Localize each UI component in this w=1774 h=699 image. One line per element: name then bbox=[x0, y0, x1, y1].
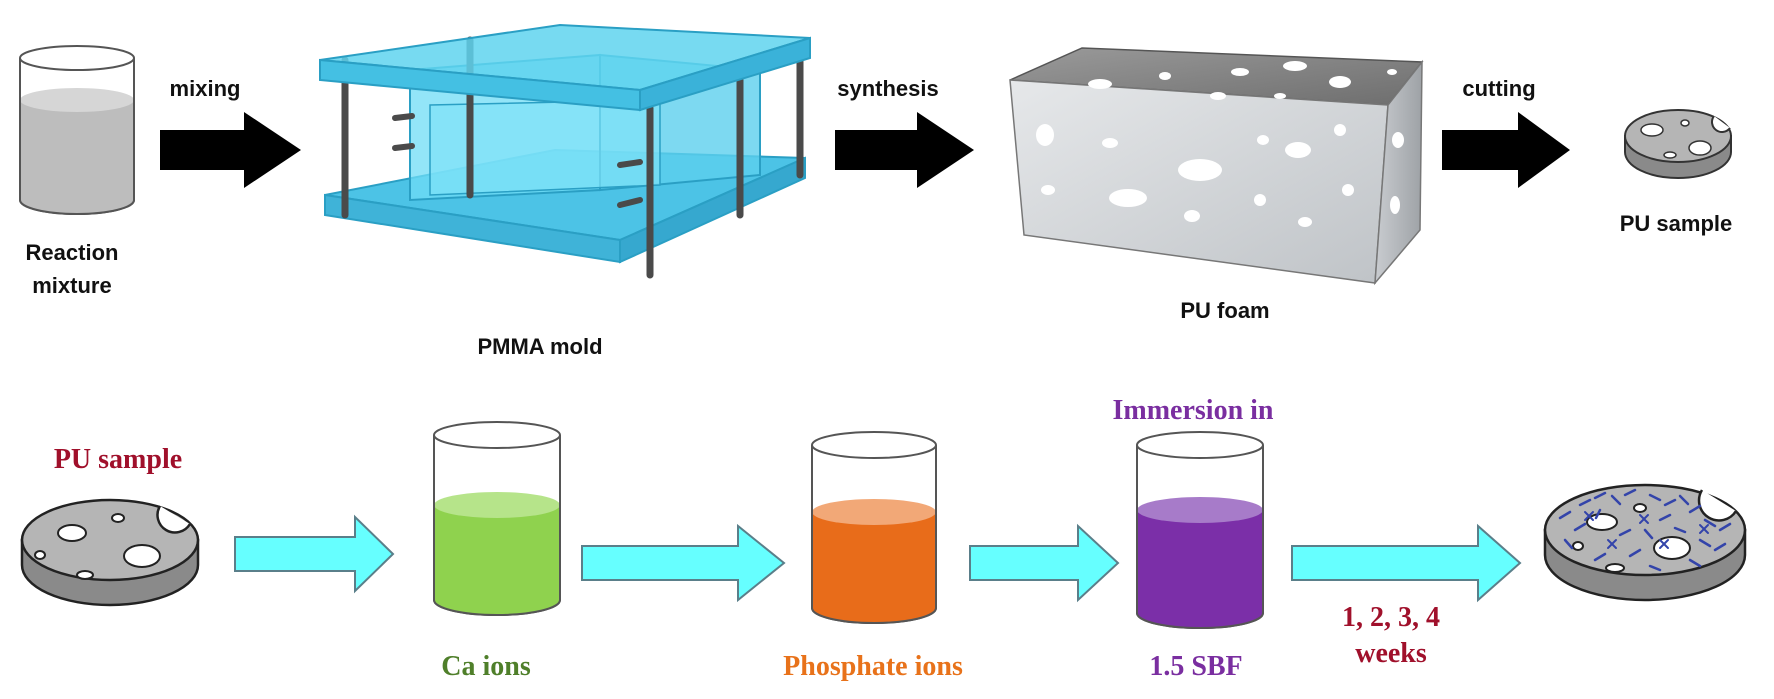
mixing-label: mixing bbox=[170, 76, 241, 101]
pu-sample-top-label: PU sample bbox=[1620, 211, 1733, 236]
reaction-mixture-label-line1: Reaction bbox=[26, 240, 119, 265]
synthesis-label: synthesis bbox=[837, 76, 939, 101]
reaction-mixture-label-line2: mixture bbox=[32, 273, 111, 298]
phosphate-ions-beaker bbox=[811, 431, 937, 624]
pu-sample-small bbox=[1624, 109, 1732, 179]
cutting-arrow bbox=[1442, 112, 1570, 188]
arrow-to-ca bbox=[234, 514, 395, 594]
pu-sample-bottom-label: PU sample bbox=[54, 444, 182, 475]
sbf-beaker bbox=[1136, 431, 1264, 629]
immersion-in-label: Immersion in bbox=[1113, 395, 1274, 426]
synthesis-arrow bbox=[835, 112, 974, 188]
pu-foam-label: PU foam bbox=[1180, 298, 1269, 323]
pu-foam-block bbox=[1009, 47, 1424, 286]
duration-label-line1: 1, 2, 3, 4 bbox=[1342, 602, 1440, 633]
pmma-mold-label: PMMA mold bbox=[477, 334, 602, 359]
mixing-arrow bbox=[160, 112, 301, 188]
arrow-to-result bbox=[1291, 523, 1522, 603]
ca-ions-beaker bbox=[433, 421, 561, 616]
sbf-label: 1.5 SBF bbox=[1149, 651, 1242, 682]
arrow-to-sbf bbox=[969, 523, 1120, 603]
pmma-mold bbox=[319, 23, 811, 279]
arrow-to-phosphate bbox=[581, 523, 786, 603]
phosphate-ions-label: Phosphate ions bbox=[783, 651, 963, 682]
ca-ions-label: Ca ions bbox=[441, 651, 531, 682]
duration-label-line2: weeks bbox=[1355, 638, 1427, 669]
reaction-mixture-beaker bbox=[19, 45, 135, 215]
pu-sample-start bbox=[20, 498, 200, 607]
cutting-label: cutting bbox=[1462, 76, 1535, 101]
coated-pu-sample bbox=[1543, 483, 1747, 602]
